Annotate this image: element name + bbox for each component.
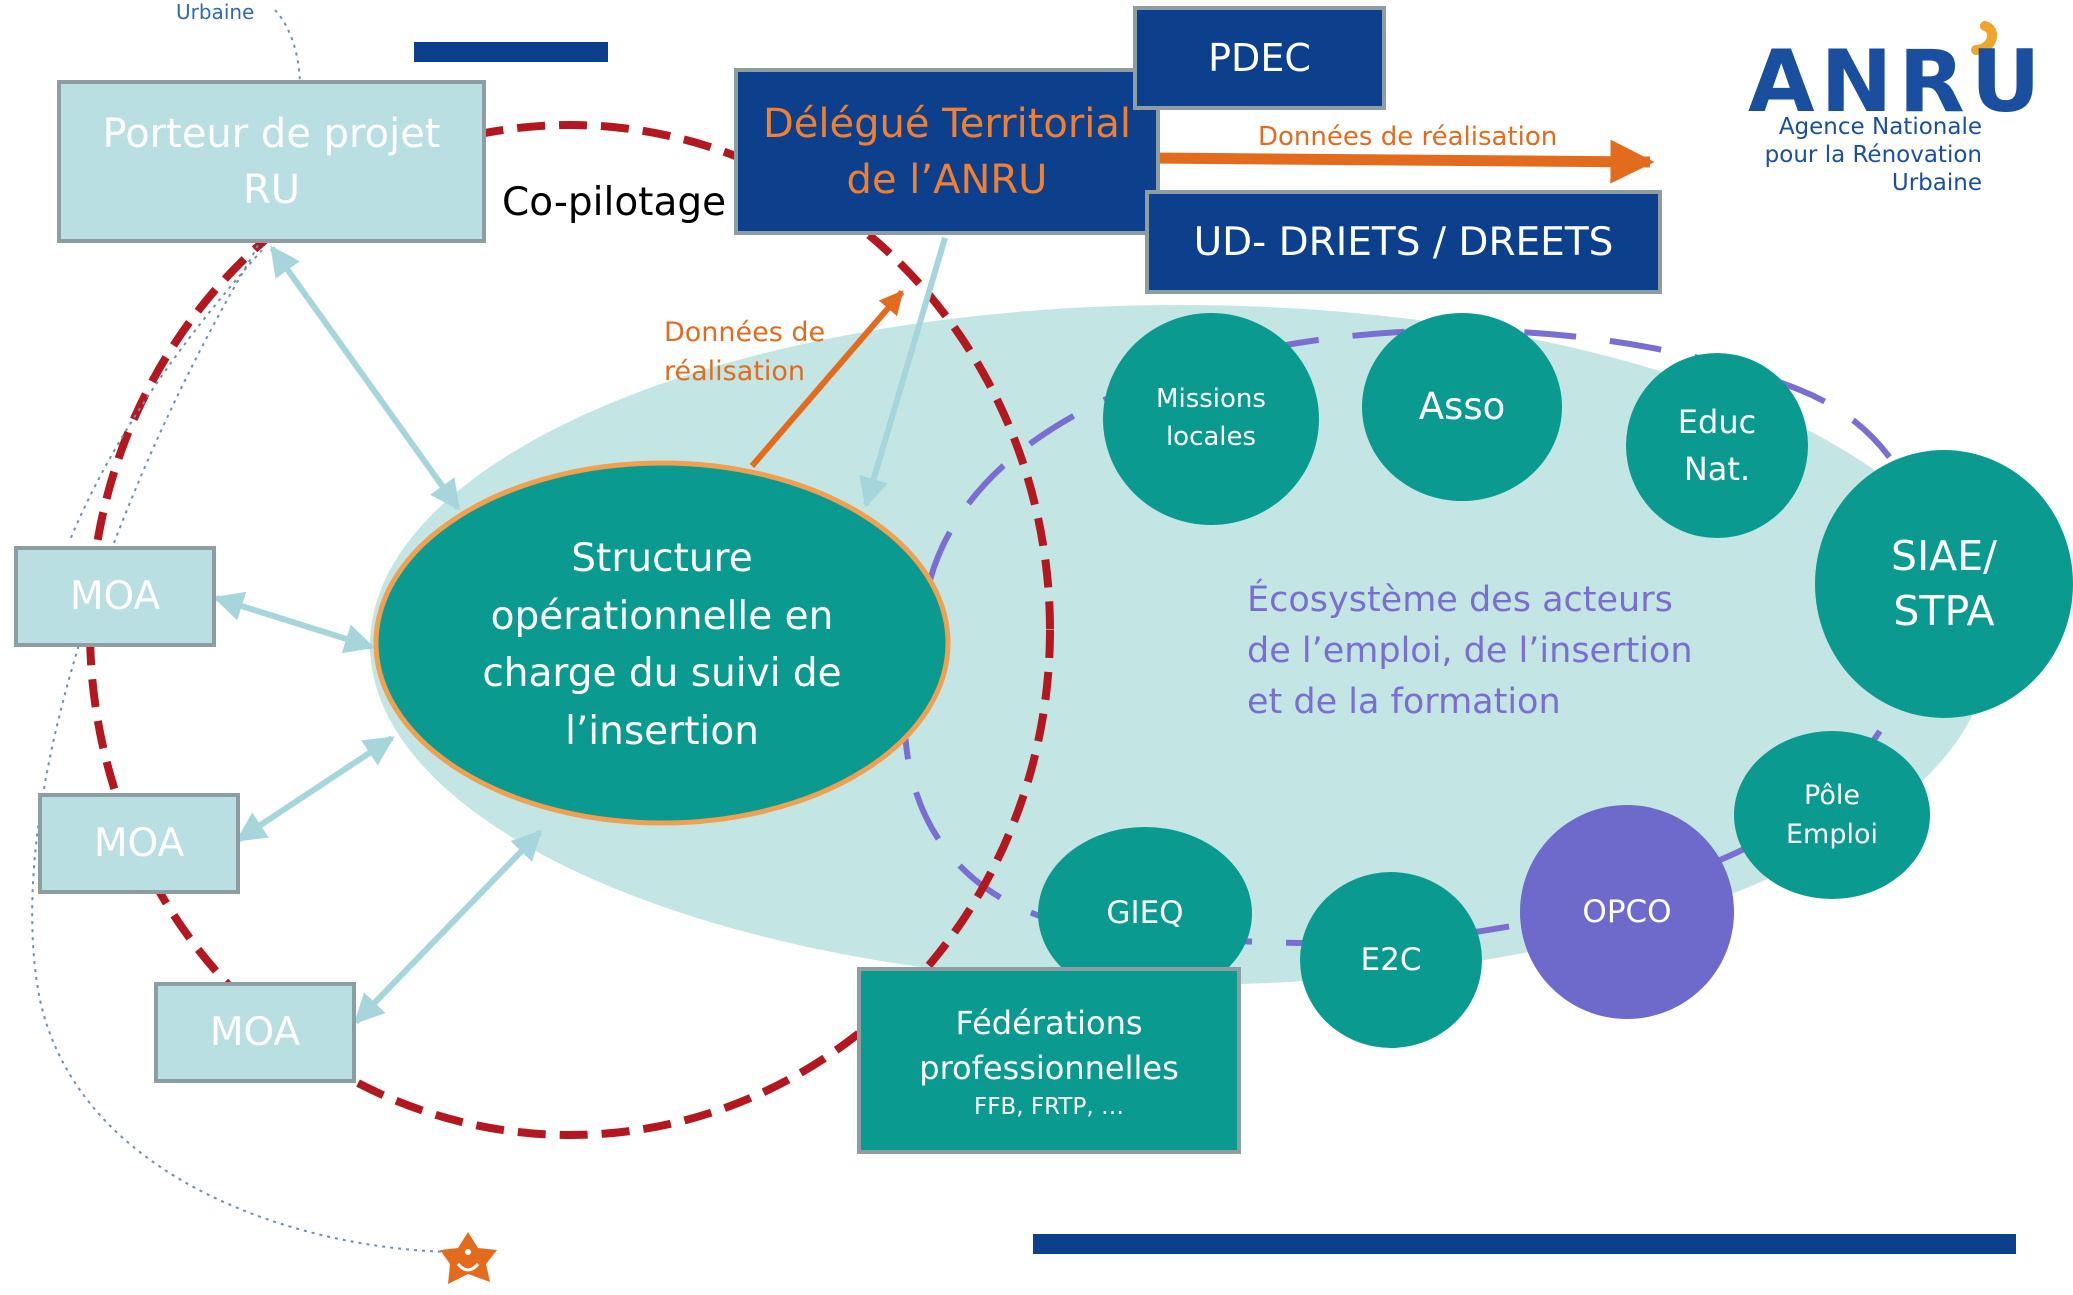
porteur-label: Porteur de projet RU bbox=[102, 110, 441, 213]
pdec-label: PDEC bbox=[1208, 36, 1311, 80]
actor-missions-locales: Missions locales bbox=[1103, 313, 1319, 525]
donnees-top-label: Données de réalisation bbox=[1258, 122, 1558, 152]
arrow-porteur-structure bbox=[269, 245, 461, 511]
arrow-moa1-structure bbox=[213, 591, 375, 654]
moa-box-1: MOA bbox=[14, 546, 216, 647]
anru-tagline-2: pour la Rénovation bbox=[1764, 142, 1982, 168]
arrow-moa2-structure bbox=[235, 735, 395, 843]
actor-opco: OPCO bbox=[1520, 805, 1734, 1019]
structure-label: Structure opérationnelle en charge du su… bbox=[482, 536, 842, 755]
actor-asso: Asso bbox=[1362, 313, 1562, 501]
federations-box: Fédérations professionnelles FFB, FRTP, … bbox=[857, 967, 1241, 1154]
actor-e2c: E2C bbox=[1300, 872, 1482, 1048]
anru-logo-arc bbox=[1971, 21, 1998, 55]
top-bar bbox=[414, 42, 608, 62]
federations-title: Fédérations professionnelles bbox=[919, 1003, 1179, 1087]
copilotage-label: Co-pilotage bbox=[502, 180, 727, 225]
donnees-mid-label: Données de réalisation bbox=[664, 317, 826, 388]
pdec-box: PDEC bbox=[1133, 6, 1386, 110]
actor-label: E2C bbox=[1360, 941, 1422, 978]
actor-siae-stpa: SIAE/ STPA bbox=[1815, 450, 2073, 718]
urbaine-label: Urbaine bbox=[176, 0, 255, 24]
actor-label: Asso bbox=[1418, 385, 1506, 429]
orange-star-icon bbox=[440, 1232, 497, 1284]
arrow-delegue-structure bbox=[859, 237, 948, 508]
delegue-label: Délégué Territorial de l’ANRU bbox=[762, 100, 1132, 203]
actor-pole-emploi: Pôle Emploi bbox=[1734, 731, 1930, 899]
bottom-bar bbox=[1033, 1234, 2016, 1254]
delegue-box: Délégué Territorial de l’ANRU bbox=[734, 68, 1160, 235]
structure-ellipse bbox=[373, 460, 951, 826]
ecosystem-label: Écosystème des acteurs de l’emploi, de l… bbox=[1247, 580, 1693, 722]
actor-label: OPCO bbox=[1582, 893, 1672, 930]
anru-logo: ANRU Agence Nationale pour la Rénovation… bbox=[1700, 32, 2041, 202]
anru-tagline-3: Urbaine bbox=[1891, 170, 1982, 196]
dotted-arc-inner bbox=[69, 249, 263, 541]
anru-tagline-1: Agence Nationale bbox=[1778, 114, 1982, 140]
ud-box: UD- DRIETS / DREETS bbox=[1145, 190, 1662, 294]
moa-box-2: MOA bbox=[38, 793, 240, 894]
ud-label: UD- DRIETS / DREETS bbox=[1193, 219, 1614, 265]
actor-label: SIAE/ STPA bbox=[1891, 531, 1997, 635]
moa-label-3: MOA bbox=[209, 1010, 301, 1055]
moa-label-2: MOA bbox=[93, 821, 185, 866]
arrow-donnees-up bbox=[749, 290, 905, 468]
porteur-box: Porteur de projet RU bbox=[57, 80, 486, 243]
moa-box-3: MOA bbox=[154, 982, 356, 1083]
arrow-moa3-structure bbox=[353, 829, 543, 1025]
actor-label: Pôle Emploi bbox=[1785, 779, 1879, 850]
actor-label: Missions locales bbox=[1156, 384, 1266, 452]
anru-wordmark: ANRU bbox=[1748, 32, 2047, 132]
federations-sub: FFB, FRTP, … bbox=[974, 1094, 1124, 1121]
arrow-donnees-anru bbox=[1151, 139, 1655, 184]
moa-label-1: MOA bbox=[69, 574, 161, 619]
copilotage-ring bbox=[86, 121, 1054, 1139]
actor-educ-nat: Educ Nat. bbox=[1626, 353, 1808, 538]
actor-label: Educ Nat. bbox=[1677, 403, 1757, 488]
actor-label: GIEQ bbox=[1106, 895, 1184, 932]
